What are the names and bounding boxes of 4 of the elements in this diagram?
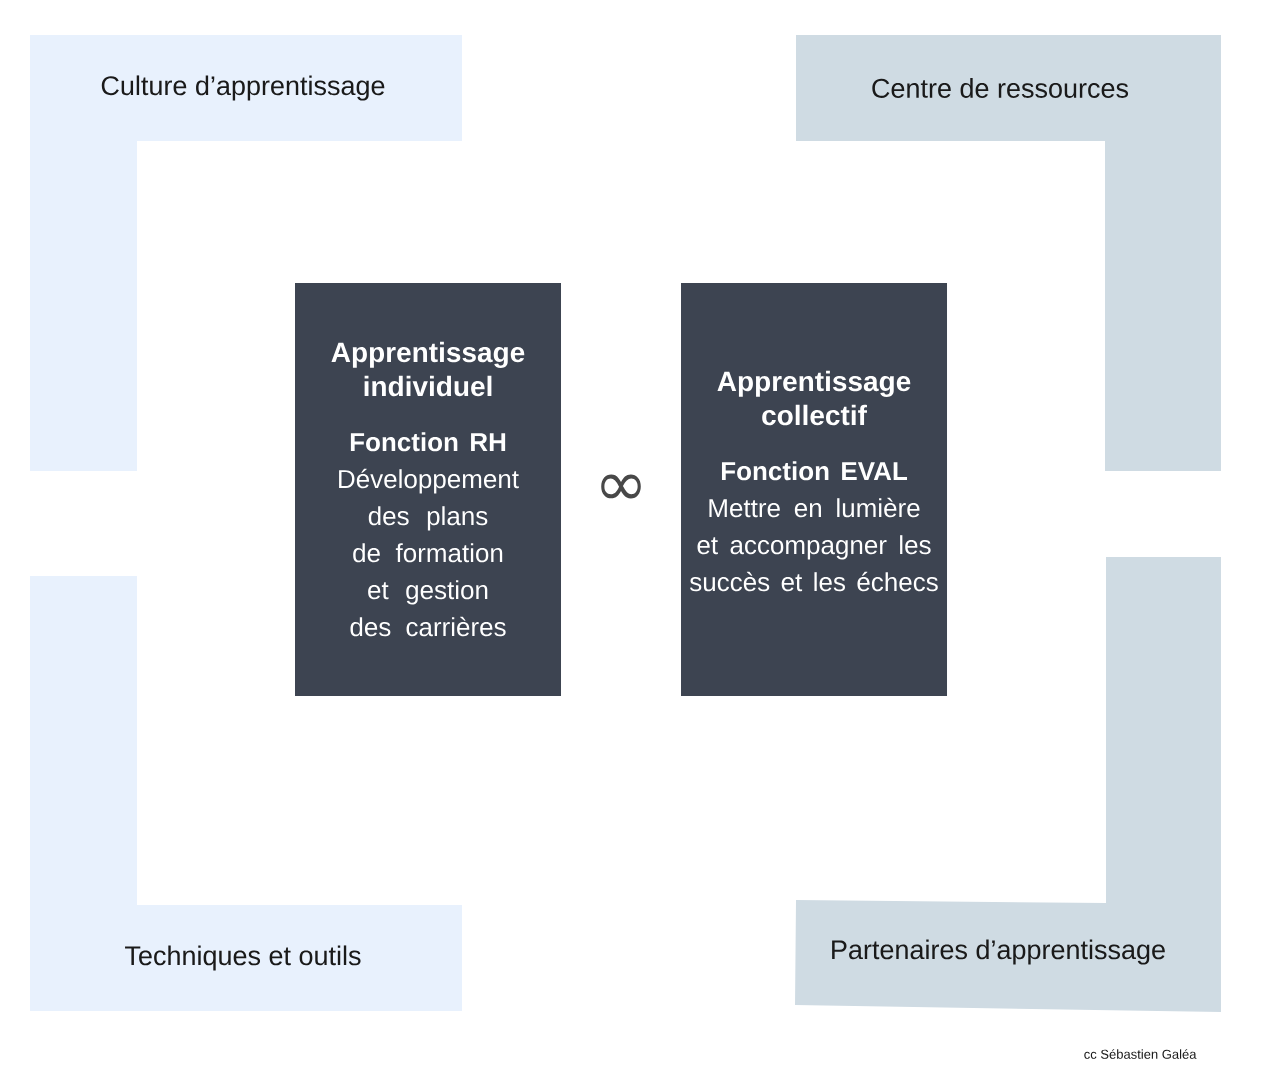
infinity-symbol: ∞: [601, 474, 641, 499]
text-card: Apprentissage collectif Fonction EVAL Mettre en lumière et accompagner les succès et les échecs: [681, 283, 947, 696]
text-card: Apprentissage individuel Fonction RH Développement des plans de formation et gestion des carrières: [295, 283, 561, 696]
credit-note: cc Sébastien Galéa: [1084, 1049, 1197, 1059]
